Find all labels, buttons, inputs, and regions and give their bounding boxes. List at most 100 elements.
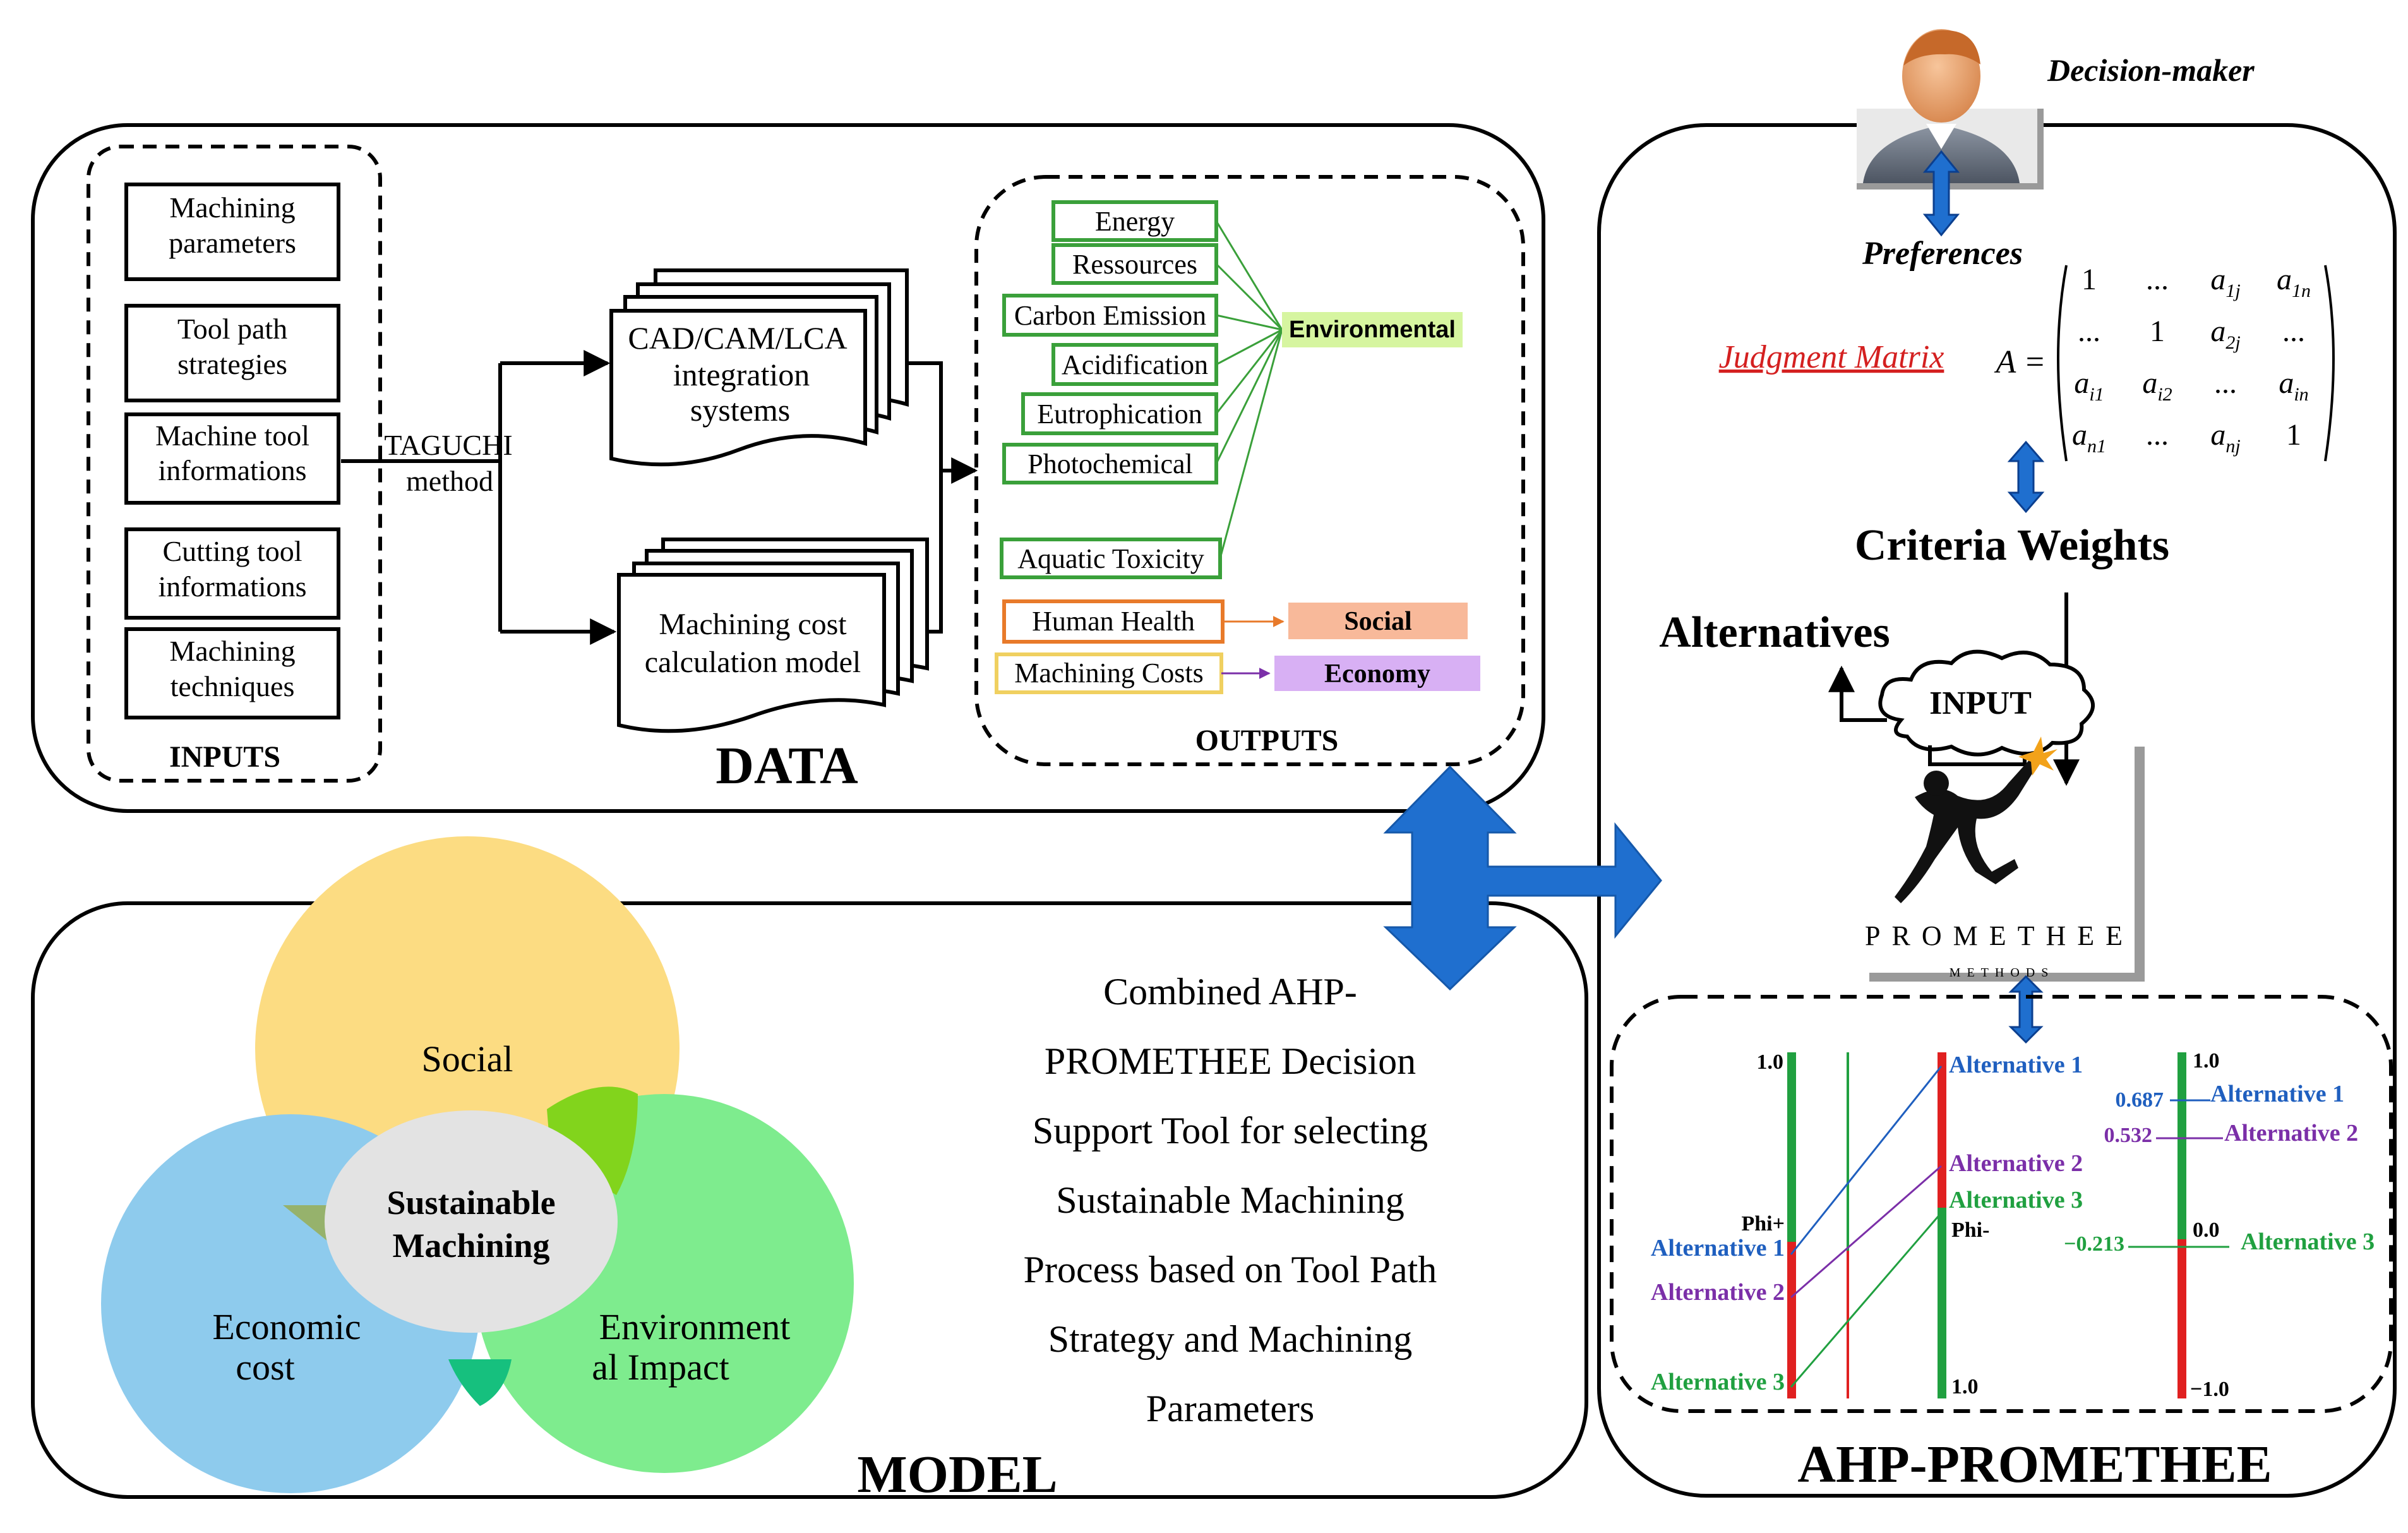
inputs-group [87,145,382,783]
environmental-link [1216,314,1283,331]
ahp-panel-title: AHP-PROMETHEE [1797,1435,2272,1494]
environmental-category [1282,312,1463,347]
alt1-left-label: Alternative 1 [1651,1235,1785,1261]
double-arrow-icon [2007,440,2045,514]
environmental-link [1215,329,1283,414]
matrix-cell: ai1 [2074,366,2104,405]
data-panel: Machining parameters Tool path strategie… [31,123,1545,813]
alt3-link [1790,1212,1943,1388]
environmental-category-label: Environmental [1289,316,1456,343]
decision-maker-label: Decision-maker [2047,52,2255,88]
promethee-logo: PROMETHEE METHODS [1865,736,2145,982]
matrix-cell: a1n [2277,263,2311,301]
cost-box-label: calculation model [645,646,861,679]
matrix-cell: ... [2282,315,2305,348]
social-category-label: Social [1344,607,1411,636]
venn-center-label: Machining [392,1227,549,1265]
net-flow-bar-fill [2177,1052,2186,1239]
double-arrow-icon [1922,150,1960,237]
environmental-link [1215,220,1283,330]
economy-category-label: Economy [1324,659,1430,688]
environmental-output-box [1002,294,1218,337]
results-group [1610,995,2393,1413]
model-description: Combined AHP- PROMETHEE Decision Support… [1024,971,1437,1429]
venn-environment-label: Environment [599,1306,791,1347]
phi-flow-chart: 1.0 Phi+ Phi- 1.0 Alternative 1 Alternat… [1651,1050,2083,1398]
environmental-output-box [1000,538,1222,579]
phi-minus-bar-fill [1938,1052,1946,1208]
alt3-left-label: Alternative 3 [1651,1369,1785,1395]
venn-economic-label: cost [236,1347,294,1388]
input-box-label: informations [158,570,306,603]
description-line: PROMETHEE Decision [1045,1040,1416,1082]
matrix-cell: ... [2146,263,2169,296]
alt2-net-value: 0.532 [2104,1124,2153,1147]
input-box-label: Tool path [177,313,287,345]
phi-bottom-value: 1.0 [1951,1375,1979,1398]
net-top-value: 1.0 [2193,1049,2220,1073]
environmental-output-box [1051,200,1218,242]
alt1-net-label: Alternative 1 [2210,1081,2344,1107]
environmental-output-box [1002,443,1218,484]
venn-environment-label: al Impact [592,1347,729,1388]
input-cloud-label: INPUT [1929,685,2032,721]
matrix-cell: 1 [2082,263,2097,296]
environmental-output-label: Aquatic Toxicity [1017,543,1204,574]
description-line: Sustainable Machining [1056,1179,1405,1221]
model-panel: Social Economic cost Environment al Impa… [31,836,1588,1504]
outputs-group [974,175,1525,766]
venn-center-ellipse [325,1110,618,1333]
phi-minus-label: Phi- [1951,1218,1989,1242]
outputs-title: OUTPUTS [1195,724,1339,757]
venn-social-label: Social [422,1038,513,1079]
cad-box-label: CAD/CAM/LCA [628,320,847,356]
machining-costs-box [995,652,1223,694]
matrix-cell: ai2 [2142,366,2172,405]
phi-divider [1847,1251,1849,1398]
matrix-cell: an1 [2072,418,2106,457]
cad-box-label: systems [690,392,790,428]
venn-diagram: Social Economic cost Environment al Impa… [101,836,854,1493]
matrix-cell: a2j [2210,315,2240,353]
net-mid-value: 0.0 [2193,1218,2220,1242]
input-box-label: parameters [169,227,296,259]
economy-category [1274,656,1480,691]
matrix-cell: anj [2210,418,2240,457]
social-category [1288,603,1468,639]
venn-overlap [547,1086,638,1195]
inputs-list: Machining parameters Tool path strategie… [124,183,340,719]
input-box-label: Cutting tool [162,535,302,567]
machining-costs-label: Machining Costs [1014,658,1203,688]
judgment-matrix-label: Judgment Matrix [1719,339,1944,375]
matrix-cell: 1 [2150,315,2165,348]
alt3-net-value: −0.213 [2064,1232,2124,1256]
input-box-label: Machine tool [155,419,309,452]
input-box-label: Machining [169,191,295,224]
input-box-label: Machining [169,635,295,667]
environmental-link [1215,329,1283,464]
phi-divider [1847,1052,1849,1398]
matrix-cell: ... [2214,366,2237,400]
big-link-arrow-icon [1383,765,1662,991]
environmental-link [1215,263,1283,331]
environmental-output-label: Eutrophication [1037,399,1202,430]
promethee-brand: PROMETHEE [1865,920,2134,951]
matrix-cell: ain [2279,366,2308,405]
connector-arrow [1828,665,1887,722]
phi-plus-bar-fill [1787,1052,1796,1242]
description-line: Strategy and Machining [1048,1318,1413,1360]
net-bottom-value: −1.0 [2190,1378,2229,1401]
matrix-prefix: A = [1994,344,2046,380]
alt3-net-label: Alternative 3 [2241,1229,2375,1255]
environmental-link [1219,329,1283,559]
venn-overlap [448,1359,512,1406]
matrix-cell: a1j [2210,263,2240,301]
input-box-label: techniques [171,670,295,702]
description-line: Combined AHP- [1103,971,1357,1013]
environmental-output-box [1051,343,1218,386]
alt3-right-label: Alternative 3 [1949,1187,2083,1213]
environmental-output-box [1051,243,1218,285]
